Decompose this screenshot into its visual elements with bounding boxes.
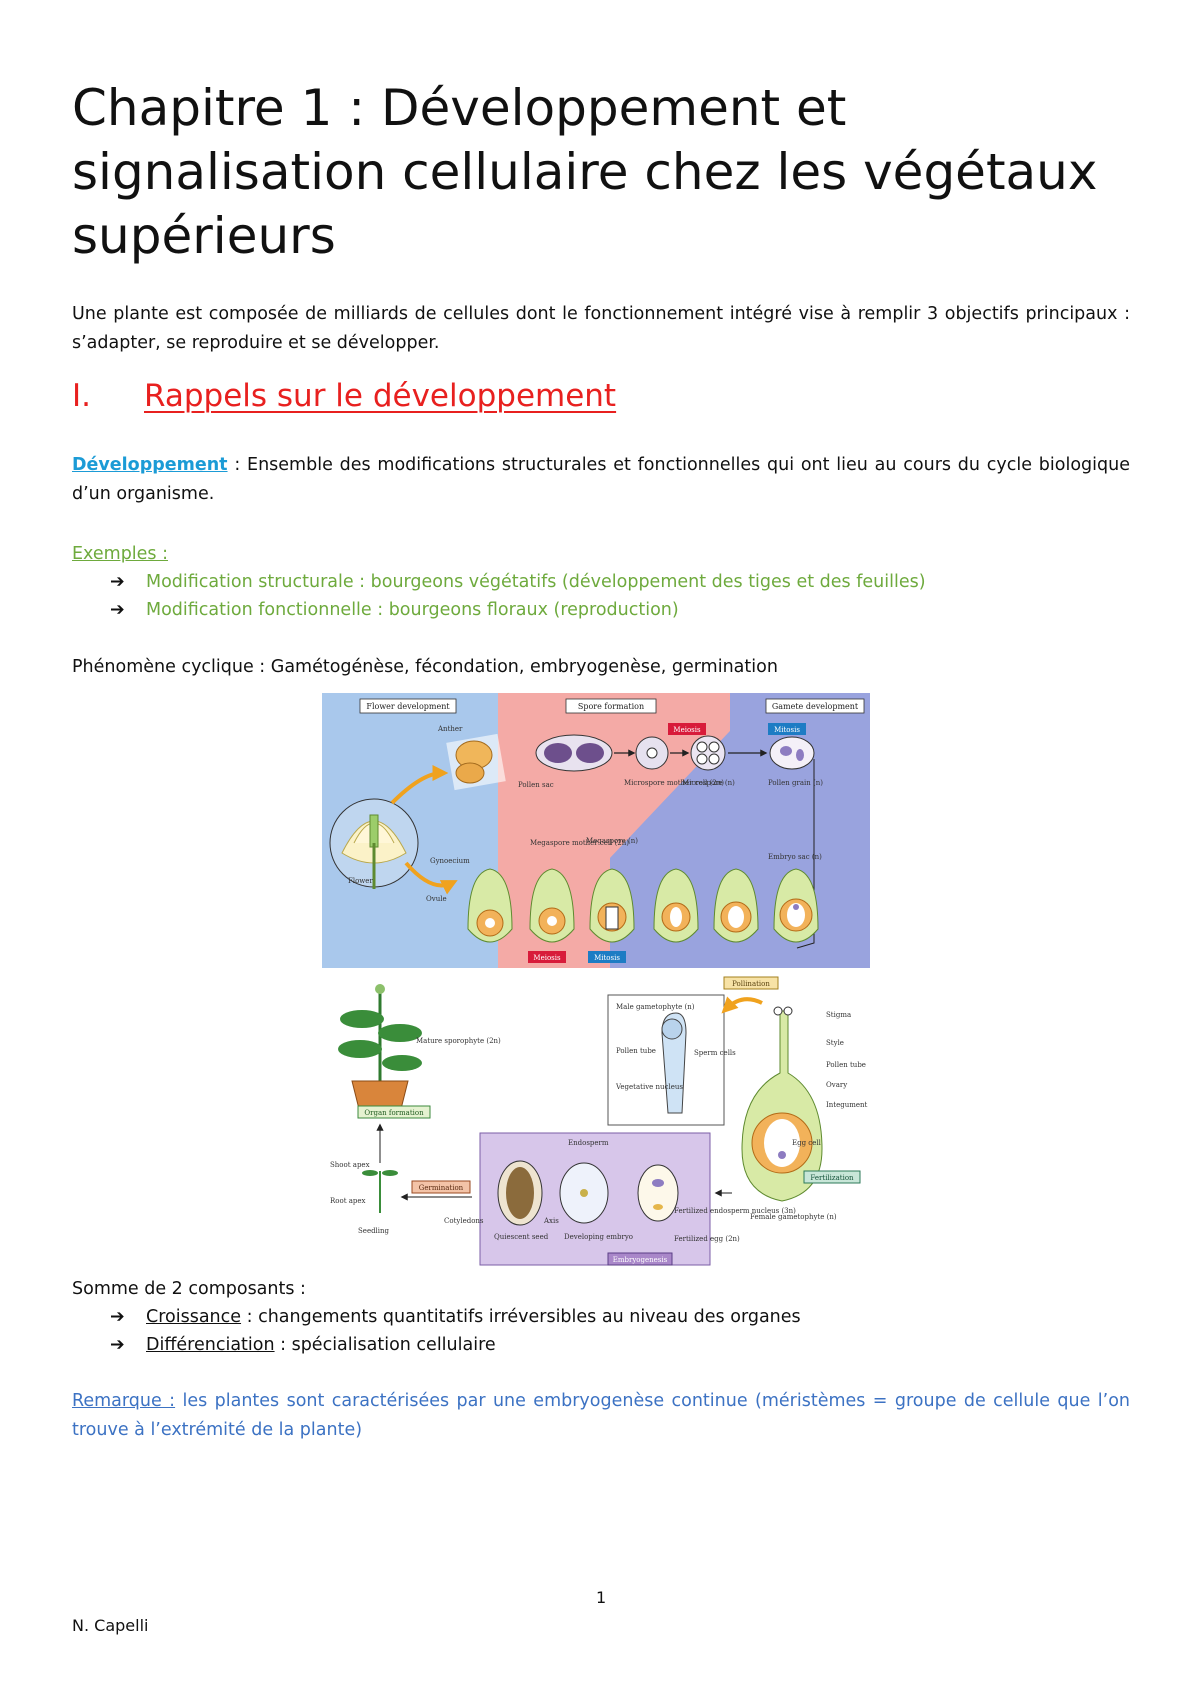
list-item: ➔ Modification fonctionnelle : bourgeons… [110, 596, 926, 624]
figure-label: Style [826, 1039, 844, 1047]
arrow-icon: ➔ [110, 1335, 125, 1355]
component-text: : spécialisation cellulaire [274, 1335, 496, 1355]
section-title: Rappels sur le développement [144, 378, 617, 414]
arrow-icon: ➔ [110, 1307, 125, 1327]
fertilization-badge: Fertilization [810, 1174, 854, 1182]
mitosis-badge-2: Mitosis [594, 954, 620, 962]
organ-formation-badge: Organ formation [364, 1109, 424, 1117]
panel-title: Flower development [366, 702, 450, 711]
ovule-row [467, 868, 819, 943]
figure-label: Male gametophyte (n) [616, 1003, 695, 1011]
figure-label: Fertilized endosperm nucleus (3n) [674, 1207, 796, 1215]
list-item: ➔ Modification structurale : bourgeons v… [110, 568, 926, 596]
figure-label: Pollen sac [518, 781, 554, 789]
life-cycle-figure: Flower development Spore formation Gamet… [322, 693, 870, 1268]
figure-label: Cotyledons [444, 1217, 484, 1225]
list-item: ➔ Croissance : changements quantitatifs … [110, 1303, 801, 1331]
figure-label: Vegetative nucleus [615, 1083, 683, 1091]
arrow-icon: ➔ [110, 572, 125, 592]
cycle-line: Phénomène cyclique : Gamétogénèse, fécon… [72, 657, 778, 677]
section-heading: I. Rappels sur le développement [72, 378, 616, 414]
remark-label: Remarque : [72, 1391, 176, 1411]
figure-label: Megaspore (n) [586, 837, 638, 845]
figure-label: Microspore mother cell (2n) [624, 779, 724, 787]
figure-label: Stigma [826, 1011, 851, 1019]
figure-label: Anther [437, 725, 463, 733]
example-term: Modification fonctionnelle : [146, 600, 384, 620]
meiosis-badge: Meiosis [673, 726, 701, 734]
figure-label: Integument [826, 1101, 868, 1109]
remark-text: les plantes sont caractérisées par une e… [72, 1391, 1130, 1440]
example-text: bourgeons végétatifs (développement des … [365, 572, 926, 592]
figure-label: Sperm cells [694, 1049, 736, 1057]
figure-label: Pollen tube [826, 1061, 866, 1069]
figure-label: Microspore (n) [682, 779, 735, 787]
remark-paragraph: Remarque : les plantes sont caractérisée… [72, 1387, 1130, 1445]
definition-paragraph: Développement : Ensemble des modificatio… [72, 451, 1130, 509]
meiosis-badge-2: Meiosis [533, 954, 561, 962]
arrow-icon: ➔ [110, 600, 125, 620]
components-intro: Somme de 2 composants : [72, 1279, 306, 1299]
mitosis-badge: Mitosis [774, 726, 800, 734]
panel-title: Spore formation [578, 702, 644, 711]
figure-label: Ovary [826, 1081, 847, 1089]
figure-label: Flower [348, 877, 373, 885]
figure-label: Axis [543, 1217, 559, 1225]
component-term: Croissance [146, 1307, 242, 1327]
figure-label: Female gametophyte (n) [750, 1213, 837, 1221]
example-item-1: Modification structurale : bourgeons vég… [146, 568, 926, 596]
figure-label: Mature sporophyte (2n) [416, 1037, 501, 1045]
figure-label: Pollen grain (n) [768, 779, 823, 787]
figure-label: Pollen tube [616, 1047, 656, 1055]
panel-title: Gamete development [772, 702, 859, 711]
examples-label-text: Exemples : [72, 544, 169, 564]
figure-label: Ovule [426, 895, 447, 903]
section-number: I. [72, 378, 91, 414]
examples-list: ➔ Modification structurale : bourgeons v… [110, 568, 926, 624]
figure-label: Endosperm [568, 1139, 609, 1147]
germination-badge: Germination [419, 1184, 464, 1192]
component-item-2: Différenciation : spécialisation cellula… [146, 1331, 496, 1359]
component-item-1: Croissance : changements quantitatifs ir… [146, 1303, 801, 1331]
intro-paragraph: Une plante est composée de milliards de … [72, 304, 1130, 353]
figure-label: Seedling [358, 1227, 390, 1235]
pollination-badge: Pollination [732, 980, 770, 988]
figure-label: Gynoecium [430, 857, 470, 865]
figure-label: Egg cell [792, 1139, 822, 1147]
components-list: ➔ Croissance : changements quantitatifs … [110, 1303, 801, 1359]
component-term: Différenciation [146, 1335, 275, 1355]
figure-label: Developing embryo [564, 1233, 633, 1241]
chapter-title: Chapitre 1 : Développement et signalisat… [72, 79, 1098, 265]
figure-label: Shoot apex [330, 1161, 370, 1169]
figure-label: Embryo sac (n) [768, 853, 822, 861]
figure-label: Root apex [330, 1197, 366, 1205]
figure-label: Fertilized egg (2n) [674, 1235, 740, 1243]
definition-text: : Ensemble des modifications structurale… [72, 455, 1130, 504]
examples-label: Exemples : [72, 540, 1130, 569]
list-item: ➔ Différenciation : spécialisation cellu… [110, 1331, 801, 1359]
footer-author: N. Capelli [72, 1616, 149, 1635]
page-number: 1 [596, 1588, 607, 1607]
definition-term: Développement [72, 455, 228, 475]
example-term: Modification structurale : [146, 572, 366, 592]
figure-label: Quiescent seed [494, 1233, 549, 1241]
component-text: : changements quantitatifs irréversibles… [241, 1307, 801, 1327]
embryogenesis-badge: Embryogenesis [613, 1256, 668, 1264]
example-text: bourgeons floraux (reproduction) [383, 600, 679, 620]
example-item-2: Modification fonctionnelle : bourgeons f… [146, 596, 679, 624]
figure-label: Megaspore mother cell (2n) [530, 839, 629, 847]
